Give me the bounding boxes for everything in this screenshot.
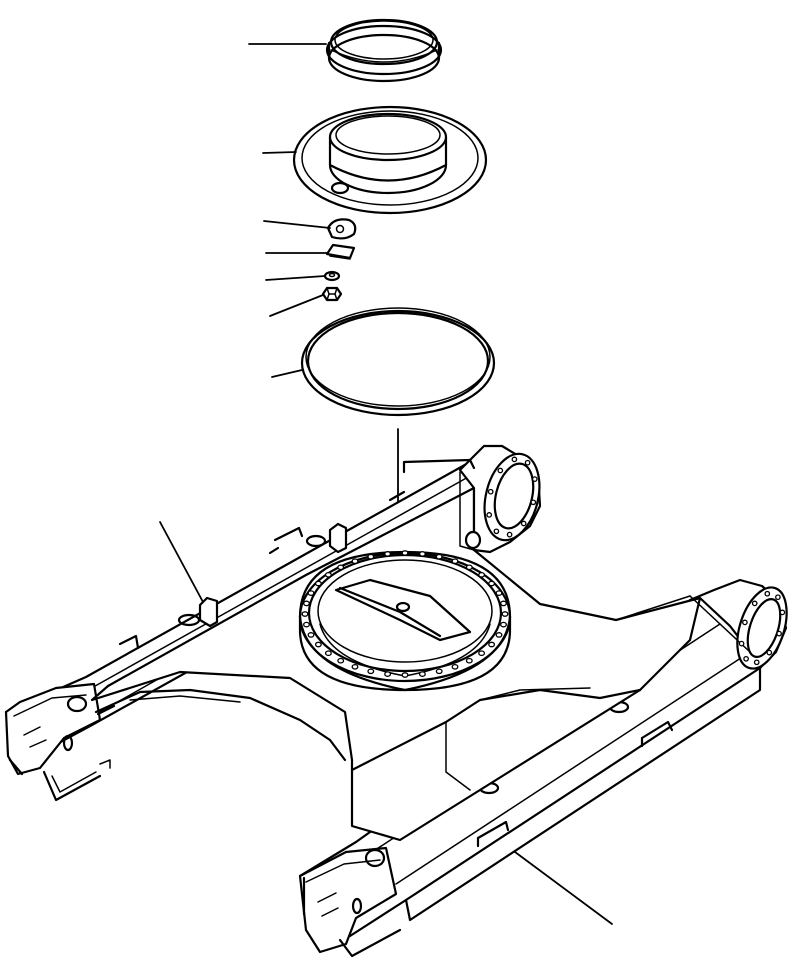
mount-bolt-hole <box>506 531 513 538</box>
leader-frame-bracket <box>159 521 204 603</box>
cover-plate <box>292 105 488 215</box>
bolt-hole <box>418 551 426 557</box>
bolt-hole <box>307 590 315 596</box>
track-frame <box>4 444 788 958</box>
lock-plate-2 <box>325 243 356 260</box>
leader-track-frame <box>514 851 613 925</box>
mount-bolt-hole <box>766 649 773 656</box>
mount-bolt-hole <box>751 600 758 607</box>
mount-bolt-hole <box>493 528 500 535</box>
lock-plate-1 <box>326 218 357 240</box>
mount-bolt-hole <box>775 594 781 601</box>
bolt-hole <box>314 641 322 648</box>
mount-bolt-hole <box>764 590 771 597</box>
bolt-hole <box>384 551 392 557</box>
mount-bolt-hole <box>753 659 760 666</box>
bolt-hole <box>401 672 409 678</box>
bolt-hole <box>301 611 309 617</box>
bolt-hole <box>303 621 310 628</box>
bolt-hole <box>500 600 507 607</box>
bolt-hole <box>495 590 503 596</box>
leader-o-ring <box>271 369 303 378</box>
washer <box>323 270 341 282</box>
bolt-hole <box>367 668 375 675</box>
mount-bolt-hole <box>743 655 749 662</box>
mount-bolt-hole <box>779 609 786 616</box>
bolt-hole <box>303 600 310 607</box>
leader-nut <box>269 294 324 317</box>
large-o-ring <box>300 307 496 417</box>
bolt-hole <box>384 671 392 677</box>
bolt-hole <box>367 553 375 560</box>
top-seal-ring <box>325 18 443 83</box>
mount-bolt-hole <box>738 640 745 647</box>
lower-right-mount <box>688 578 788 670</box>
bolt-hole <box>465 657 473 664</box>
bolt-hole <box>307 632 315 638</box>
bearing-bolt-holes <box>301 550 509 678</box>
mount-bolt-hole <box>524 459 531 466</box>
bolt-hole <box>500 621 507 628</box>
mount-bolt-hole <box>530 499 537 506</box>
bolt-hole <box>465 564 473 571</box>
leader-cover-plate <box>262 151 297 154</box>
nut <box>321 286 343 302</box>
leader-lock-plate-1 <box>263 220 331 229</box>
bolt-hole <box>488 580 496 587</box>
bolt-hole <box>451 663 459 670</box>
bolt-hole <box>501 611 509 617</box>
mount-bolt-hole <box>742 619 748 626</box>
bolt-hole <box>478 650 486 657</box>
bolt-hole <box>435 668 443 675</box>
mount-bolt-hole <box>486 512 493 518</box>
bolt-hole <box>324 650 332 657</box>
bolt-hole <box>324 571 332 578</box>
bolt-hole <box>488 641 496 648</box>
bolt-hole <box>478 571 486 578</box>
bolt-hole <box>435 553 443 560</box>
bolt-hole <box>314 580 322 587</box>
mount-bolt-hole <box>520 520 527 527</box>
bolt-hole <box>451 558 459 565</box>
upper-right-mount <box>402 444 542 554</box>
bolt-hole <box>337 564 345 571</box>
bolt-hole <box>351 558 359 565</box>
mount-bolt-hole <box>531 476 538 482</box>
bolt-hole <box>495 632 503 638</box>
leader-lines <box>159 43 613 925</box>
mount-bolt-hole <box>487 488 494 495</box>
mount-bolt-hole <box>497 467 504 474</box>
mount-bolt-hole <box>776 630 782 637</box>
leader-washer <box>265 275 326 281</box>
mount-bolt-hole <box>511 456 518 463</box>
swing-bearing <box>298 550 512 692</box>
bolt-hole <box>351 663 359 670</box>
bolt-hole <box>337 657 345 664</box>
bolt-hole <box>418 671 426 677</box>
bolt-hole <box>401 550 409 556</box>
